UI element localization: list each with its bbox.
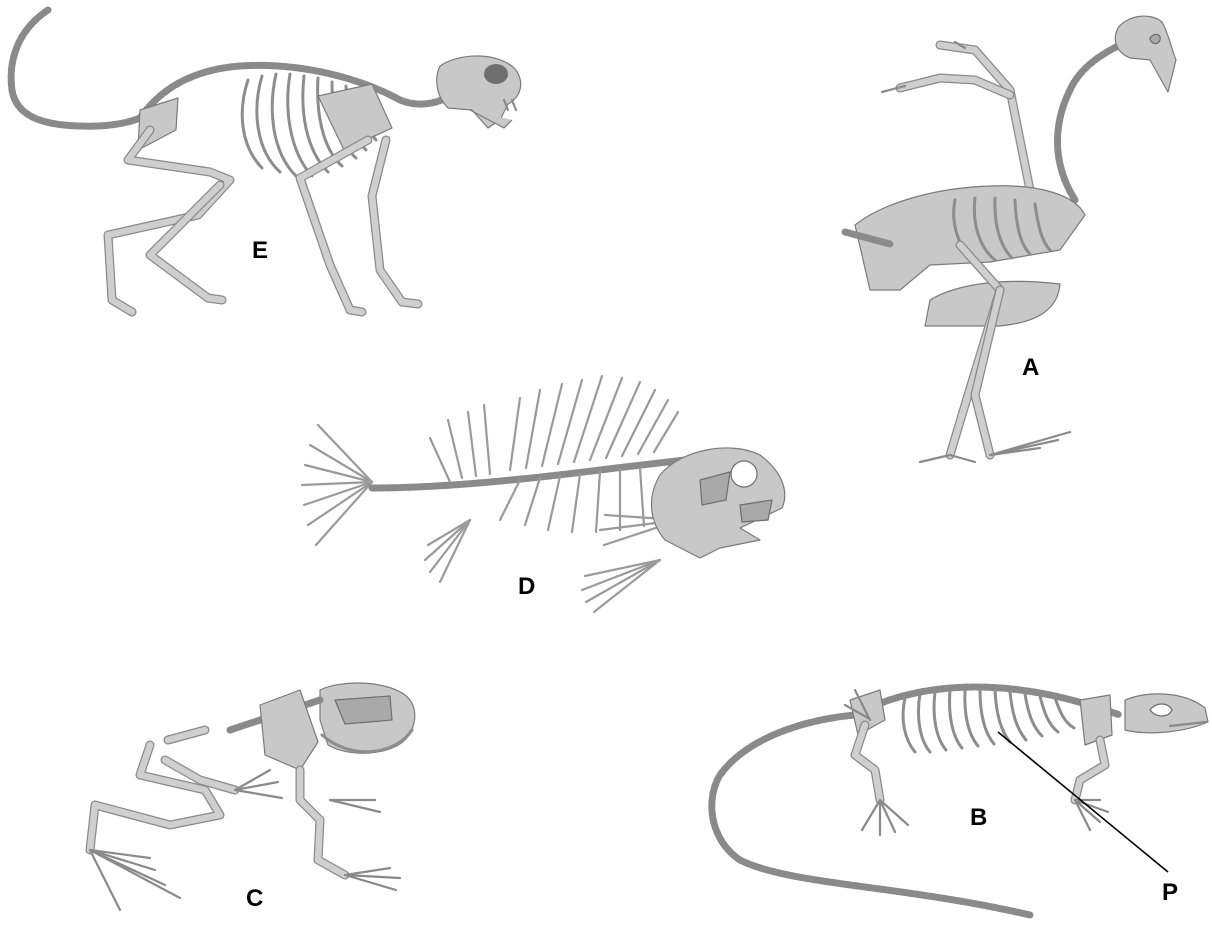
lizard-skeleton xyxy=(712,687,1208,915)
frog-skeleton xyxy=(90,683,415,910)
label-frog: C xyxy=(246,885,263,912)
label-pointer: P xyxy=(1162,879,1178,906)
cat-skeleton xyxy=(11,10,521,312)
pointer-line xyxy=(998,732,1168,872)
label-bird: A xyxy=(1022,354,1039,381)
label-cat: E xyxy=(252,237,268,264)
label-fish: D xyxy=(518,573,535,600)
fish-skeleton xyxy=(302,376,785,612)
bird-skeleton xyxy=(845,16,1176,462)
label-lizard: B xyxy=(970,804,987,831)
